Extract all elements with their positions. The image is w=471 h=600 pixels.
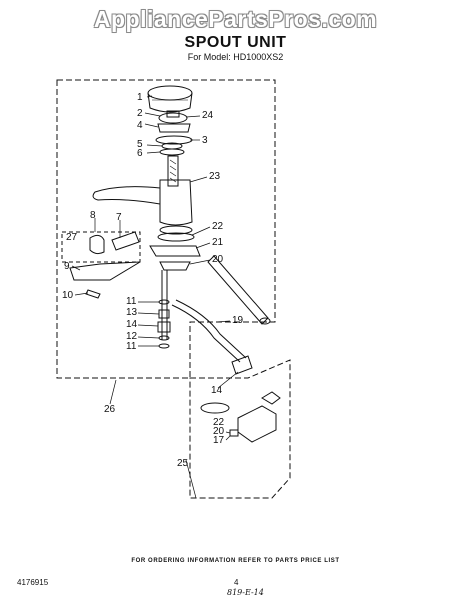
- callout-1: 1: [137, 92, 143, 103]
- watermark: AppliancePartsPros.com: [93, 6, 378, 32]
- callout-20b: 20: [213, 426, 225, 437]
- callout-6: 6: [137, 148, 143, 159]
- callout-4: 4: [137, 120, 143, 131]
- callout-5: 5: [137, 139, 143, 150]
- page-number: 4: [234, 578, 239, 587]
- knob-part: [147, 85, 193, 113]
- callout-12: 12: [126, 331, 138, 342]
- model-number: For Model: HD1000XS2: [187, 52, 284, 62]
- callout-11b: 11: [126, 341, 137, 352]
- spout-body: [159, 179, 193, 226]
- callout-21: 21: [212, 237, 224, 248]
- callout-13: 13: [126, 307, 138, 318]
- callout-7: 7: [116, 212, 122, 223]
- callout-10: 10: [62, 290, 74, 301]
- part-number: 4176915: [17, 578, 49, 587]
- callout-22b: 22: [213, 417, 225, 428]
- callout-22: 22: [212, 221, 224, 232]
- callout-8: 8: [90, 210, 96, 221]
- callout-24: 24: [202, 110, 214, 121]
- callout-14b: 14: [211, 385, 223, 396]
- callout-9: 9: [64, 261, 70, 272]
- ordering-note: FOR ORDERING INFORMATION REFER TO PARTS …: [131, 558, 340, 564]
- callout-23: 23: [209, 171, 221, 182]
- handwritten-code: 819-E-14: [227, 588, 264, 597]
- tube-part: [207, 255, 269, 325]
- callout-27: 27: [66, 232, 78, 243]
- callout-3: 3: [202, 135, 208, 146]
- callout-11a: 11: [126, 296, 137, 307]
- callout-14a: 14: [126, 319, 138, 330]
- callout-25: 25: [177, 458, 189, 469]
- callout-17: 17: [213, 435, 225, 446]
- page-title: SPOUT UNIT: [184, 34, 287, 51]
- leader-lines: [71, 95, 239, 499]
- callout-26: 26: [104, 404, 116, 415]
- callout-19: 19: [232, 315, 244, 326]
- callout-20: 20: [212, 254, 224, 265]
- group-box-25: [189, 359, 291, 499]
- callout-2: 2: [137, 108, 143, 119]
- group-box-26: [56, 79, 276, 379]
